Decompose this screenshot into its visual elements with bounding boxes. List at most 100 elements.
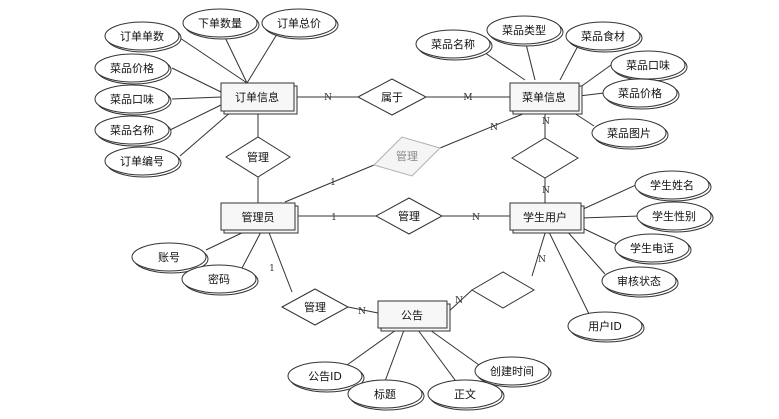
attr-notice-title-label: 标题	[374, 387, 396, 401]
card-admin-notice-notice: N	[358, 307, 366, 317]
attr-order-count: 订单单数	[104, 21, 182, 53]
entity-menu-info[interactable]: 菜单信息	[509, 82, 583, 115]
attr-menu-dish-name-label: 菜品名称	[431, 37, 475, 51]
entity-admin-label: 管理员	[242, 210, 275, 224]
line-noticerel-notice	[347, 306, 379, 314]
line-order-attr-7	[179, 110, 233, 157]
attr-student-review-status-label: 审核状态	[617, 274, 661, 288]
attr-student-gender-label: 学生性别	[652, 209, 696, 223]
line-faded-rel-menu	[439, 110, 531, 149]
attr-menu-dish-flavor-label: 菜品口味	[626, 59, 670, 72]
entity-menu-info-label: 菜单信息	[522, 90, 566, 104]
attr-menu-dish-image-label: 菜品图片	[607, 127, 651, 140]
attr-order-dish-flavor-label: 菜品口味	[110, 93, 154, 106]
entity-notice-label: 公告	[401, 309, 423, 322]
relationship-student-view-menu[interactable]	[511, 137, 579, 179]
card-order-belongs: N	[324, 93, 332, 103]
line-notice-view2	[446, 289, 473, 314]
card-admin-menu-admin: 1	[330, 178, 336, 188]
attr-order-dish-price-label: 菜品价格	[110, 61, 154, 75]
relationship-admin-notice-label: 管理	[304, 300, 326, 314]
relationship-student-view-notice[interactable]	[471, 271, 535, 309]
line-notice-attr-4	[429, 329, 487, 371]
attr-order-dish-price: 菜品价格	[94, 53, 172, 85]
attr-menu-dish-ingredients: 菜品食材	[565, 21, 643, 53]
card-student-view-notice-student: N	[538, 255, 546, 265]
relationship-admin-notice[interactable]: 管理	[280, 288, 350, 326]
line-student-attr-4	[565, 229, 606, 275]
attr-order-count-label: 订单单数	[120, 30, 164, 43]
card-student-view-menu-student: N	[542, 186, 550, 196]
attr-order-total-label: 订单总价	[277, 16, 321, 30]
relationship-belongs-to-label: 属于	[381, 91, 403, 104]
attr-student-gender: 学生性别	[636, 201, 714, 233]
relationship-admin-student[interactable]: 管理	[374, 197, 444, 235]
attr-admin-password-label: 密码	[208, 272, 230, 286]
entity-order-info-label: 订单信息	[235, 90, 279, 104]
attr-order-dish-flavor: 菜品口味	[94, 84, 172, 116]
line-student-attr-1	[580, 184, 637, 211]
line-student-attr-5	[547, 229, 591, 317]
attr-student-review-status: 审核状态	[601, 266, 679, 298]
attr-admin-account-label: 账号	[158, 251, 180, 264]
attr-order-number-label: 订单编号	[120, 154, 164, 168]
entity-notice[interactable]: 公告	[377, 300, 451, 332]
attr-notice-body-label: 正文	[454, 387, 476, 401]
attr-admin-account: 账号	[131, 242, 209, 274]
attr-order-quantity: 下单数量	[182, 8, 260, 40]
attr-menu-dish-type: 菜品类型	[486, 15, 564, 47]
attr-notice-id: 公告ID	[287, 361, 365, 393]
attr-order-quantity-label: 下单数量	[198, 17, 242, 30]
attr-notice-body: 正文	[427, 379, 505, 411]
card-student-view-menu-menu: N	[542, 117, 550, 127]
attr-menu-dish-type-label: 菜品类型	[502, 23, 546, 37]
card-admin-student-admin: 1	[331, 213, 337, 223]
attr-menu-dish-price-label: 菜品价格	[618, 86, 662, 100]
relationship-belongs-to[interactable]: 属于	[356, 78, 428, 116]
attr-student-name: 学生姓名	[634, 170, 712, 202]
attr-notice-id-label: 公告ID	[308, 370, 342, 383]
attr-student-name-label: 学生姓名	[650, 178, 694, 192]
line-order-attr-1	[179, 37, 248, 84]
cardinality-labels: N M 1 N 1 N N N 1 N N N	[269, 93, 550, 317]
attr-admin-password: 密码	[181, 264, 259, 296]
line-admin-attr-2	[240, 229, 263, 271]
attr-menu-dish-ingredients-label: 菜品食材	[581, 29, 625, 43]
entity-student-user[interactable]: 学生用户	[509, 202, 585, 234]
line-order-attr-6	[169, 104, 222, 131]
attr-order-dish-name: 菜品名称	[94, 115, 172, 147]
entity-order-info[interactable]: 订单信息	[220, 82, 298, 115]
attr-menu-dish-image: 菜品图片	[591, 118, 669, 150]
relationship-admin-menu-label: 管理	[396, 149, 418, 163]
relationship-admin-order[interactable]: 管理	[225, 136, 291, 178]
attr-notice-title: 标题	[347, 379, 425, 411]
line-view2-student	[531, 229, 547, 277]
card-menu-belongs: M	[463, 93, 472, 103]
card-admin-notice-admin: 1	[269, 264, 275, 274]
line-admin-noticerel	[267, 229, 293, 293]
attr-menu-dish-flavor: 菜品口味	[610, 50, 688, 82]
attr-order-dish-name-label: 菜品名称	[110, 123, 154, 137]
line-student-attr-2	[580, 215, 639, 219]
attr-student-phone-label: 学生电话	[630, 241, 674, 255]
line-admin-faded-rel	[284, 164, 375, 203]
card-admin-student-student: N	[472, 213, 480, 223]
attr-notice-created-time: 创建时间	[474, 356, 552, 388]
line-notice-attr-1	[339, 329, 397, 371]
attr-student-phone: 学生电话	[614, 233, 692, 265]
card-student-view-notice-notice: N	[455, 296, 463, 306]
card-admin-menu-menu: N	[490, 123, 498, 133]
attr-order-number: 订单编号	[104, 146, 182, 178]
line-order-attr-5	[171, 96, 222, 100]
attr-notice-created-time-label: 创建时间	[490, 364, 534, 378]
line-notice-attr-3	[417, 329, 459, 385]
line-notice-attr-2	[383, 329, 405, 385]
entity-admin[interactable]: 管理员	[220, 202, 299, 234]
attr-order-total: 订单总价	[261, 8, 339, 40]
entity-student-user-label: 学生用户	[523, 210, 567, 224]
relationship-admin-menu[interactable]: 管理	[373, 136, 441, 177]
attr-student-user-id: 用户ID	[567, 311, 645, 343]
relationship-admin-order-label: 管理	[247, 150, 269, 164]
line-menu-attr-3	[559, 41, 581, 81]
